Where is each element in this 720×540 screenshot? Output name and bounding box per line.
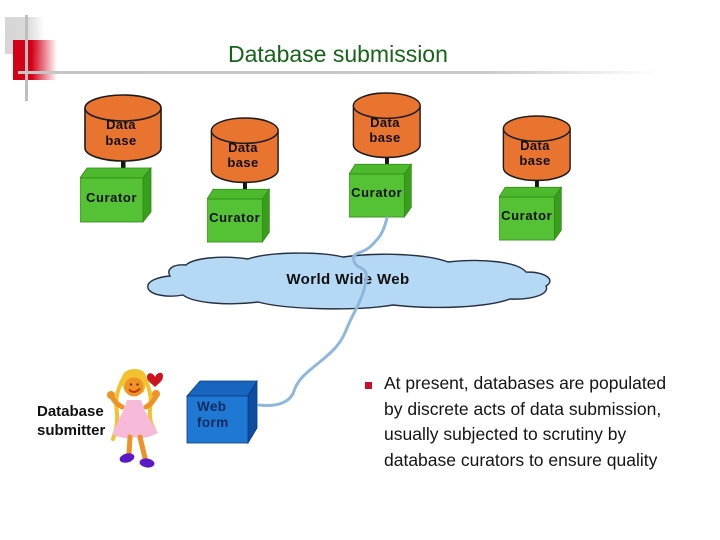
cloud-label: World Wide Web (286, 271, 410, 288)
bullet-line: At present, databases are populated (384, 373, 667, 393)
connector-stub (385, 150, 389, 173)
bullet-line: usually subjected to scrutiny by (384, 424, 627, 444)
curator-label: Curator (85, 189, 138, 205)
bullet-marker (365, 382, 372, 389)
db-unit-shapes (499, 115, 571, 242)
title-underline (18, 71, 658, 74)
bullet-text: At present, databases are populated by d… (384, 371, 696, 473)
database-label: Data base (519, 137, 551, 169)
bullet-line: by discrete acts of data submission, (384, 398, 662, 419)
database-submitter-clipart (100, 365, 180, 475)
curator-box-icon (499, 186, 563, 242)
database-cylinder-icon (352, 92, 421, 159)
db-unit-shapes (207, 117, 279, 244)
database-cylinder-icon (502, 115, 571, 182)
connector-stub (535, 173, 539, 196)
curator-box-icon (349, 163, 413, 219)
db-unit-shapes (349, 92, 421, 219)
person-icon (107, 369, 163, 468)
curator-box-icon (80, 166, 152, 224)
db-unit-3: Data base Curator (349, 92, 421, 219)
web-form-box-icon (186, 380, 258, 445)
db-unit-shapes (80, 94, 162, 224)
connector-stub (243, 175, 247, 198)
decoration-red-square (13, 40, 57, 80)
database-label: Data base (369, 114, 401, 146)
connector-stub (121, 154, 126, 176)
slide-title: Database submission (228, 41, 448, 67)
web-form-box: Web form (186, 380, 258, 446)
decoration-vertical-line (25, 15, 28, 101)
curator-box-icon (207, 188, 271, 244)
database-cylinder-icon (210, 117, 279, 184)
database-submitter-label: Database submitter (37, 403, 106, 439)
curator-label: Curator (351, 185, 403, 201)
database-cylinder-icon (84, 94, 162, 162)
db-unit-4: Data base Curator (499, 115, 571, 242)
curator-label: Curator (501, 208, 553, 224)
heart-icon (147, 372, 163, 387)
bullet-line: database curators to ensure quality (384, 449, 658, 470)
database-label: Data base (105, 117, 137, 148)
curator-label: Curator (209, 210, 261, 226)
world-wide-web-cloud: World Wide Web (138, 250, 558, 312)
db-unit-2: Data base Curator (207, 117, 279, 244)
database-label: Data base (227, 139, 259, 171)
db-unit-1: Data base Curator (80, 94, 162, 224)
web-form-label: Web form (197, 399, 229, 431)
